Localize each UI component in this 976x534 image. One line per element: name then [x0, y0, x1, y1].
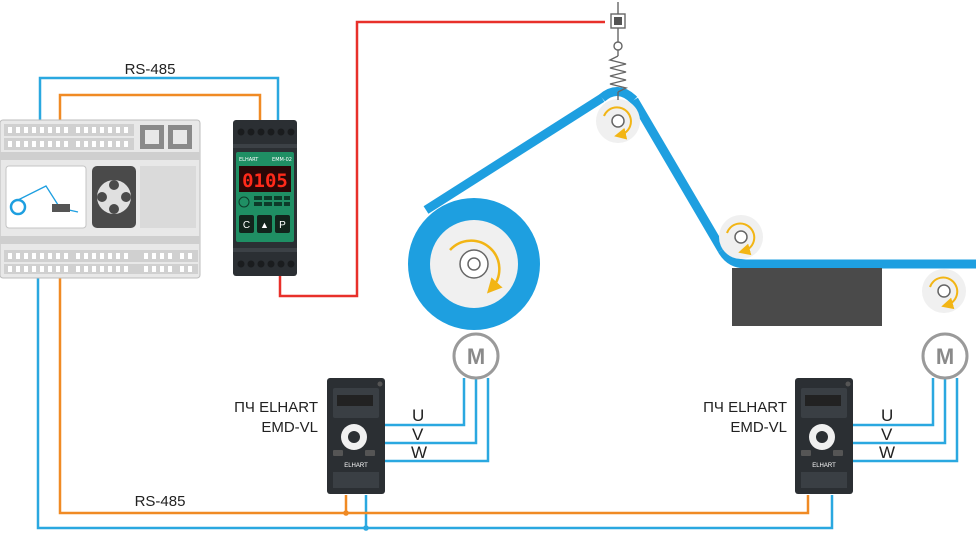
vfd-left-title-line2: EMD-VL [261, 419, 318, 436]
wiring [36, 20, 959, 531]
vfd-left-button[interactable] [333, 450, 343, 456]
controller-display [239, 166, 291, 192]
motor-left-label: M [467, 344, 485, 369]
controller-button-up[interactable] [257, 215, 272, 233]
dancer-roller [596, 99, 640, 143]
rs485-bottom-blue-wire [36, 275, 834, 530]
controller-buttons: C ▲ P [239, 215, 290, 233]
controller-button-up-label: ▲ [260, 220, 269, 230]
work-table [732, 268, 882, 326]
plc-screen [5, 165, 87, 229]
vfd-left-phase-w: W [411, 443, 427, 462]
controller-button-c-label: C [243, 220, 250, 231]
drive-roller-right [922, 269, 966, 313]
plc-nav-pad[interactable] [97, 180, 131, 214]
vfd-left-brand: ELHART [344, 463, 368, 469]
right-v-wire [852, 378, 947, 445]
vfd-left-phase-u: U [412, 406, 424, 425]
guide-roller-middle [719, 215, 763, 259]
vfd-right-phase-w: W [879, 443, 895, 462]
vfd-right-brand: ELHART [812, 463, 836, 469]
controller-adjust-icon [238, 196, 250, 208]
controller-button-p[interactable] [275, 215, 290, 233]
left-v-wire [382, 378, 478, 445]
left-w-wire [382, 378, 490, 463]
rotation-arrow-icon [929, 276, 959, 310]
vfd-left-phase-v: V [412, 425, 424, 444]
rotation-arrow-icon [449, 239, 503, 294]
vfd-right-button[interactable] [833, 450, 843, 456]
vfd-right: ELHART [795, 378, 853, 494]
rs485-bottom-orange-wire [58, 275, 810, 515]
rs485-bottom-label: RS-485 [135, 493, 186, 510]
controller-model: EMM-02 [272, 157, 292, 163]
controller-bottom-terminals [237, 260, 295, 268]
vfd-left-title-line1: ПЧ ELHART [234, 399, 318, 416]
plc-unit [0, 119, 201, 279]
vfd-right-button[interactable] [801, 450, 811, 456]
rs485-top-blue-wire [38, 76, 280, 122]
motor-left: M [452, 332, 500, 380]
vfd-right-title-line2: EMD-VL [730, 419, 787, 436]
rs485-top-label: RS-485 [125, 61, 176, 78]
left-u-wire [382, 378, 466, 427]
rotation-arrow-icon [603, 106, 632, 140]
tension-spring-sensor [607, 2, 629, 100]
controller-display-value: 0105 [242, 170, 288, 192]
vfd-left: ELHART [327, 378, 385, 494]
controller-button-p-label: P [279, 220, 286, 231]
right-u-wire [852, 378, 935, 427]
rotation-arrow-icon [726, 222, 756, 256]
tension-controller: ELHART EMM-02 0105 C ▲ P [233, 120, 297, 276]
vfd-right-phase-v: V [881, 425, 893, 444]
vfd-left-button[interactable] [365, 450, 375, 456]
material-web [423, 87, 976, 326]
motor-right: M [921, 332, 969, 380]
controller-top-terminals [237, 128, 295, 136]
vfd-right-title-line1: ПЧ ELHART [703, 399, 787, 416]
plc-terminal-holes [8, 127, 128, 147]
motor-right-label: M [936, 344, 954, 369]
right-w-wire [852, 378, 959, 463]
junction-dot [343, 510, 349, 516]
rs485-top-orange-wire [58, 93, 262, 122]
junction-dot [363, 525, 369, 531]
vfd-right-phase-u: U [881, 406, 893, 425]
controller-button-c[interactable] [239, 215, 254, 233]
tension-sensor-red-wire [278, 20, 605, 298]
unwind-roll [408, 198, 540, 330]
controller-brand: ELHART [239, 157, 259, 163]
